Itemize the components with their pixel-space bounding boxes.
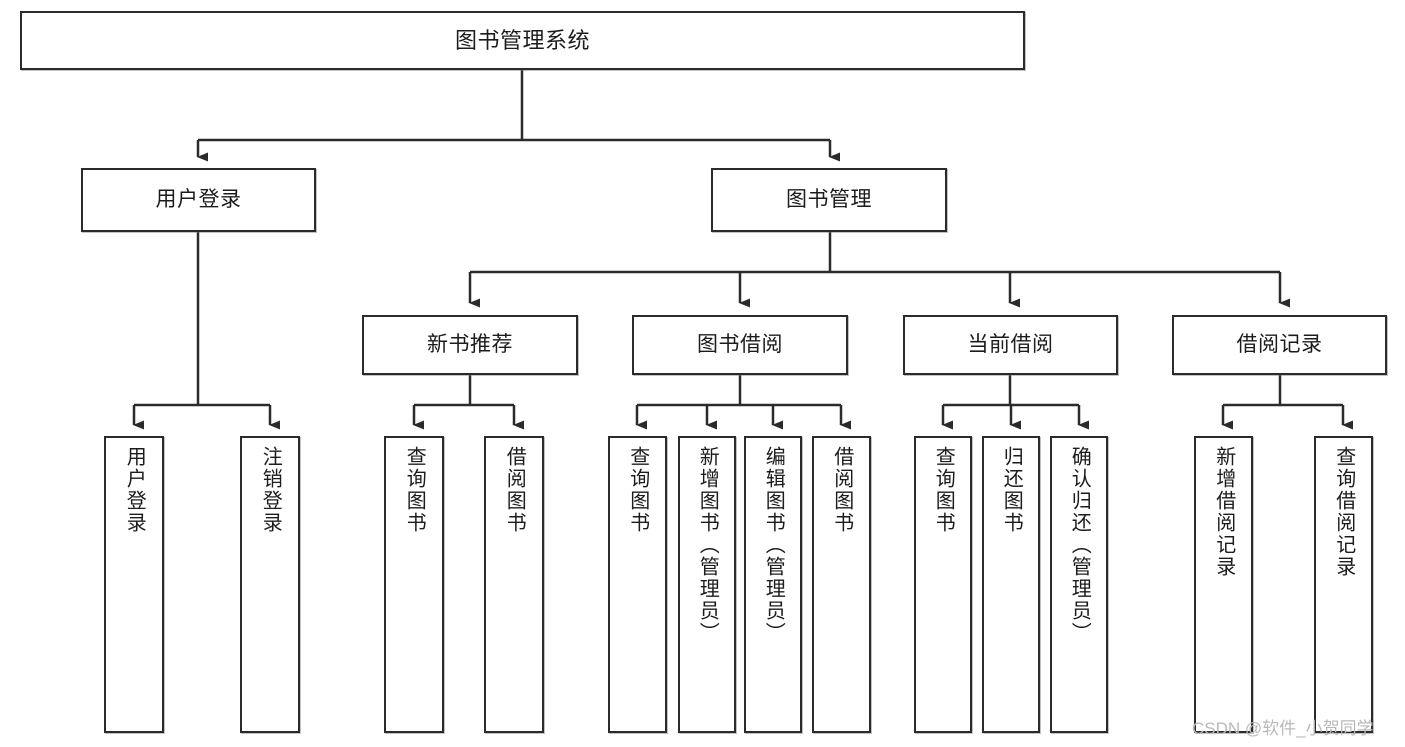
- node-label: 借阅图书: [503, 446, 526, 534]
- node-label: 确认归还（管理员）: [1068, 446, 1091, 644]
- node-label: 图书借阅: [697, 332, 783, 356]
- node-current-borrow[interactable]: 当前借阅: [903, 315, 1118, 375]
- leaf-user-login-logout[interactable]: 注销登录: [240, 436, 300, 733]
- node-label: 用户登录: [123, 446, 146, 534]
- leaf-borrow-record-query[interactable]: 查询借阅记录: [1314, 436, 1373, 733]
- node-label: 查询图书: [626, 446, 649, 534]
- node-label: 图书管理: [786, 187, 872, 211]
- node-borrow-record[interactable]: 借阅记录: [1172, 315, 1387, 375]
- node-user-login[interactable]: 用户登录: [81, 168, 316, 232]
- leaf-current-borrow-confirm-return[interactable]: 确认归还（管理员）: [1050, 436, 1108, 733]
- node-label: 图书管理系统: [454, 27, 590, 53]
- node-book-management[interactable]: 图书管理: [711, 168, 947, 232]
- leaf-current-borrow-query[interactable]: 查询图书: [914, 436, 972, 733]
- node-new-book-recommend[interactable]: 新书推荐: [362, 315, 578, 375]
- leaf-book-borrow-add[interactable]: 新增图书（管理员）: [678, 436, 736, 733]
- node-label: 查询图书: [403, 446, 426, 534]
- node-label: 当前借阅: [967, 332, 1054, 356]
- leaf-book-borrow-query[interactable]: 查询图书: [608, 436, 667, 733]
- node-label: 新增借阅记录: [1212, 446, 1235, 578]
- leaf-new-book-borrow[interactable]: 借阅图书: [484, 436, 544, 733]
- node-label: 借阅图书: [830, 446, 853, 534]
- leaf-user-login-login[interactable]: 用户登录: [104, 436, 164, 733]
- leaf-book-borrow-edit[interactable]: 编辑图书（管理员）: [744, 436, 802, 733]
- leaf-new-book-query[interactable]: 查询图书: [384, 436, 444, 733]
- node-root-system[interactable]: 图书管理系统: [20, 11, 1025, 70]
- node-label: 查询图书: [932, 446, 955, 534]
- node-label: 注销登录: [259, 446, 282, 534]
- node-label: 用户登录: [155, 187, 242, 211]
- node-label: 查询借阅记录: [1332, 446, 1355, 578]
- node-label: 新增图书（管理员）: [696, 446, 719, 644]
- node-label: 编辑图书（管理员）: [762, 446, 785, 644]
- leaf-book-borrow-borrow[interactable]: 借阅图书: [812, 436, 871, 733]
- csdn-watermark: CSDN @软件_小贺同学: [1192, 719, 1374, 738]
- leaf-borrow-record-add[interactable]: 新增借阅记录: [1194, 436, 1253, 733]
- node-label: 借阅记录: [1236, 332, 1323, 356]
- node-label: 归还图书: [1000, 446, 1023, 534]
- leaf-current-borrow-return[interactable]: 归还图书: [982, 436, 1040, 733]
- node-book-borrow[interactable]: 图书借阅: [632, 315, 848, 375]
- node-label: 新书推荐: [427, 332, 513, 356]
